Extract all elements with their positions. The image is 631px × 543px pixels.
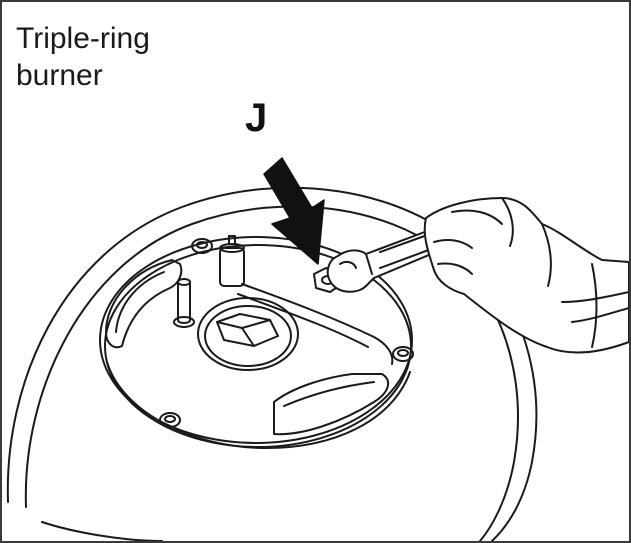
injector-block-side <box>241 327 255 347</box>
screw-bottom-left <box>159 412 181 428</box>
right-slot <box>273 373 390 436</box>
right-slot-inner <box>283 381 375 407</box>
injector-block-top <box>216 319 271 329</box>
screw-top-left <box>191 238 213 254</box>
figure-title: Triple-ring burner <box>16 22 150 92</box>
ignition-electrode <box>219 247 245 287</box>
burner-base <box>99 236 413 444</box>
callout-label-j: J <box>245 96 268 140</box>
screw-right <box>392 346 414 362</box>
arrow-down-icon <box>263 157 325 265</box>
injector-block <box>216 313 279 347</box>
thermocouple-base <box>173 316 195 328</box>
burner-base-shadow <box>106 361 411 450</box>
thermocouple-top <box>177 278 191 286</box>
wrench-icon <box>326 229 437 293</box>
plate-rib-2 <box>237 293 369 348</box>
outer-ring <box>6 186 538 541</box>
gloved-hand-icon <box>423 197 629 354</box>
thermocouple-body <box>177 281 191 324</box>
left-port <box>105 259 183 349</box>
left-port-inner <box>115 271 165 333</box>
center-opening-rim <box>204 305 292 367</box>
outer-ring-inner <box>24 205 519 541</box>
ignition-electrode-top <box>219 243 245 253</box>
outer-ring-lip <box>41 521 163 541</box>
center-opening <box>197 297 299 371</box>
ignition-tip <box>228 235 236 245</box>
plate-rib <box>241 283 394 365</box>
